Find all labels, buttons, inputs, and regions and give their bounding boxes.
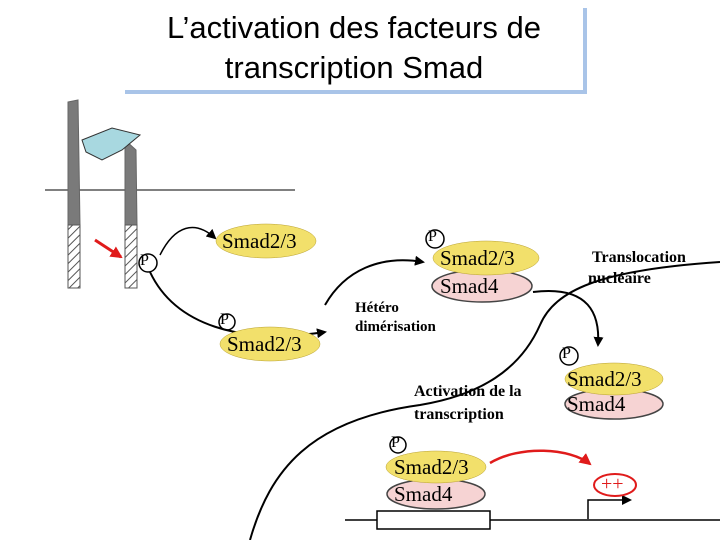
smad23-label-top: Smad2/3 bbox=[440, 246, 515, 271]
translocation-label-line2: nucléaire bbox=[588, 270, 651, 288]
p-label-receptor: P bbox=[140, 252, 149, 270]
phosphorylation-arrow bbox=[95, 240, 121, 257]
translocation-label-line1: Translocation bbox=[592, 249, 686, 267]
receptor-type-1 bbox=[125, 140, 137, 288]
hetero-label-line1: Hétéro bbox=[355, 300, 399, 317]
arrow-phosphorylated-smad23 bbox=[150, 272, 325, 336]
receptor-type-2 bbox=[68, 100, 80, 288]
arrow-to-smad23 bbox=[160, 228, 215, 255]
smad4-label-right: Smad4 bbox=[567, 392, 625, 417]
smad4-label-top: Smad4 bbox=[440, 274, 498, 299]
smad23-label-right: Smad2/3 bbox=[567, 367, 642, 392]
smad23-label-dna: Smad2/3 bbox=[394, 455, 469, 480]
smad23-free-label: Smad2/3 bbox=[222, 229, 297, 254]
arrow-heterodimer bbox=[325, 260, 423, 305]
transcription-start bbox=[588, 500, 620, 519]
activation-label-line2: transcription bbox=[414, 406, 504, 424]
smad23-phos-label: Smad2/3 bbox=[227, 332, 302, 357]
activation-label-line1: Activation de la bbox=[414, 383, 522, 401]
p-label-complex-dna: P bbox=[391, 434, 400, 452]
hetero-label-line2: dimérisation bbox=[355, 319, 436, 336]
p-label-complex-top: P bbox=[428, 228, 437, 246]
promoter-box bbox=[377, 511, 490, 529]
plusplus-label: ++ bbox=[601, 473, 624, 496]
p-label-smad23-phos: P bbox=[220, 311, 229, 329]
activation-arrow bbox=[490, 451, 590, 464]
p-label-complex-right: P bbox=[562, 345, 571, 363]
smad4-label-dna: Smad4 bbox=[394, 482, 452, 507]
